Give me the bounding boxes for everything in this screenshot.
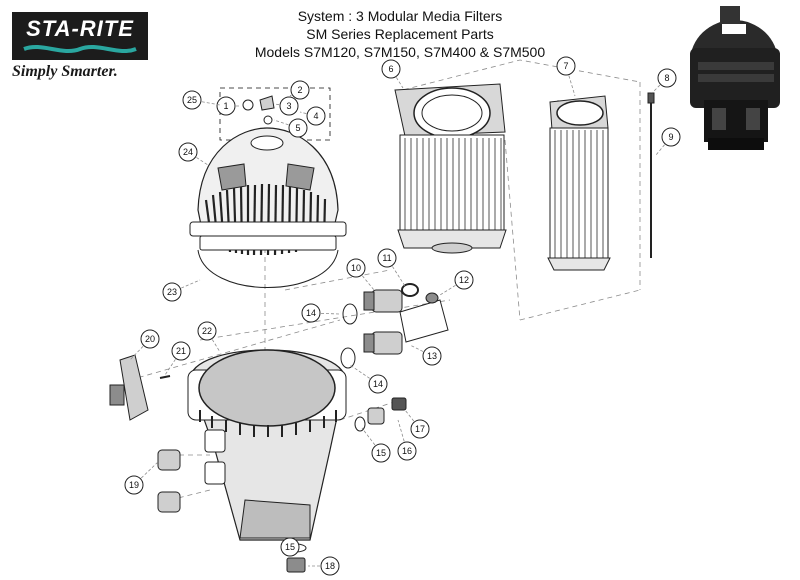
part-number-label: 9 [668,132,673,142]
callout-circle [279,96,299,116]
callout-circle [397,441,417,461]
part-number-label: 14 [373,379,383,389]
diagram-title: System : 3 Modular Media Filters [297,8,503,24]
part-number-label: 25 [187,95,197,105]
filter-tank [187,349,347,541]
part-number-label: 10 [351,263,361,273]
sta-rite-logo: STA-RITE [12,12,148,60]
callout-leader [390,68,404,89]
callout-leader [655,136,672,156]
callout-circle [178,142,198,162]
callout-circle [182,90,202,110]
part-number-label: 4 [313,111,318,121]
callout-circle [377,248,397,268]
callout-circle [280,537,300,557]
cartridge-small [547,95,611,271]
part-number-label: 5 [295,123,300,133]
brand-name: STA-RITE [26,16,134,41]
drain-plug-group [242,95,275,125]
callout-circle [556,56,576,76]
callout-circle [371,443,391,463]
callout-leader [404,409,421,430]
manifold-assembly [340,283,449,369]
cartridge-large [394,83,507,254]
callout-circle [368,374,388,394]
callout-leader [273,119,299,129]
callout-circle [410,419,430,439]
part-number-label: 7 [563,61,568,71]
callout-leader [187,151,209,166]
part-number-label: 15 [285,542,295,552]
part-number-label: 12 [459,275,469,285]
part-number-label: 21 [176,346,186,356]
part-number-label: 1 [223,101,228,111]
part-number-label: 13 [427,351,437,361]
logo-swoosh-icon [23,45,137,53]
callout-circle [197,321,217,341]
callout-circle [124,475,144,495]
part-number-label: 6 [388,64,393,74]
callout-circle [657,68,677,88]
callout-leader [651,77,668,94]
callout-leader [206,330,221,353]
callout-leader [409,344,433,357]
part-number-label: 24 [183,147,193,157]
diagram-subtitle: SM Series Replacement Parts [306,26,494,42]
callout-circle [306,106,326,126]
air-relief-rod [647,92,655,258]
callout-circle [454,270,474,290]
part-number-label: 18 [325,561,335,571]
callout-circle [301,303,321,323]
part-number-label: 2 [297,85,302,95]
callout-circle [661,127,681,147]
diagram-models: Models S7M120, S7M150, S7M400 & S7M500 [254,44,546,60]
side-parts [109,354,407,573]
callout-circle [346,258,366,278]
part-number-label: 23 [167,287,177,297]
callout-circle [320,556,340,576]
brand-tagline: Simply Smarter. [12,63,118,80]
part-number-label: 19 [129,480,139,490]
filter-dome [189,127,347,288]
callout-circle [140,329,160,349]
callout-circle [162,282,182,302]
callout-circle [290,80,310,100]
part-number-label: 20 [145,334,155,344]
part-number-label: 14 [306,308,316,318]
callout-circle [171,341,191,361]
part-number-label: 17 [415,424,425,434]
callout-circle [216,96,236,116]
part-number-label: 11 [382,253,391,263]
part-number-label: 16 [402,446,412,456]
callout-circle [422,346,442,366]
filter-photo [690,6,780,150]
callout-circle [288,118,308,138]
callout-circle [381,59,401,79]
part-number-label: 3 [286,101,291,111]
part-number-label: 22 [202,326,212,336]
part-number-label: 15 [376,448,386,458]
part-number-label: 8 [664,73,669,83]
